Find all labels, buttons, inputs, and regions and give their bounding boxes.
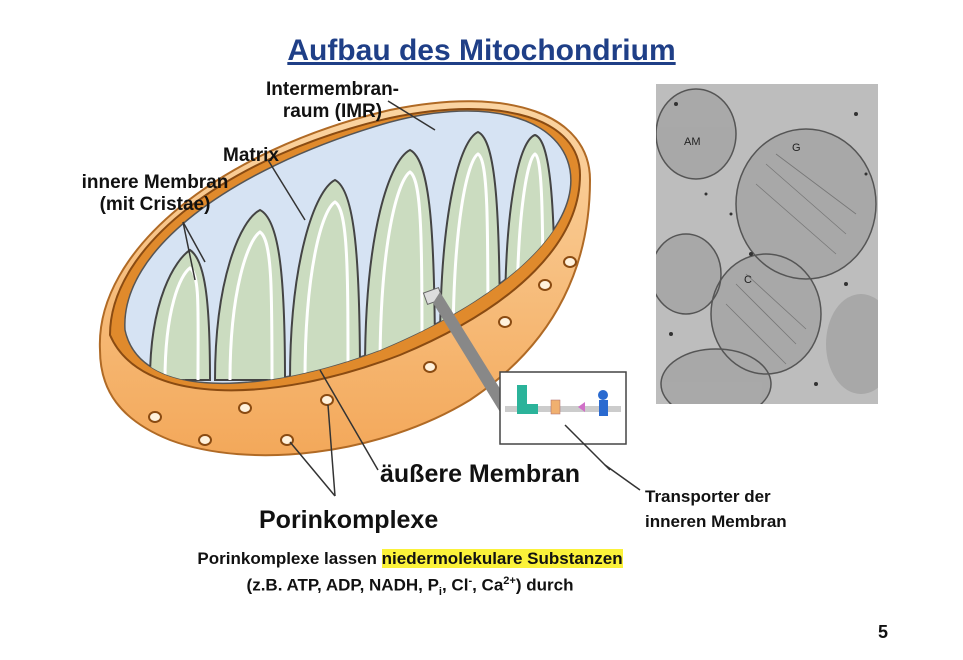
label-outer-membrane: äußere Membran [380, 460, 581, 488]
caption-line-1: Porinkomplexe lassen niedermolekulare Su… [197, 549, 623, 568]
caption-line-2: (z.B. ATP, ADP, NADH, Pi, Cl-, Ca2+) dur… [246, 575, 574, 599]
electron-micrograph: AM G C [656, 84, 878, 404]
micrograph-label-am: AM [684, 136, 701, 148]
label-inner-membrane: innere Membran (mit Cristae) [81, 172, 229, 215]
caption-highlight: niedermolekulare Substanzen [381, 549, 623, 568]
micrograph-label-g: G [792, 142, 801, 154]
label-imr: Intermembran- raum (IMR) [265, 79, 400, 122]
label-porin-complexes: Porinkomplexe [259, 506, 439, 534]
label-matrix: Matrix [223, 145, 279, 166]
micrograph-label-c: C [744, 274, 752, 286]
label-transporter: Transporter der inneren Membran [645, 487, 787, 531]
page-title: Aufbau des Mitochondrium [287, 34, 676, 67]
page-number: 5 [877, 622, 888, 642]
